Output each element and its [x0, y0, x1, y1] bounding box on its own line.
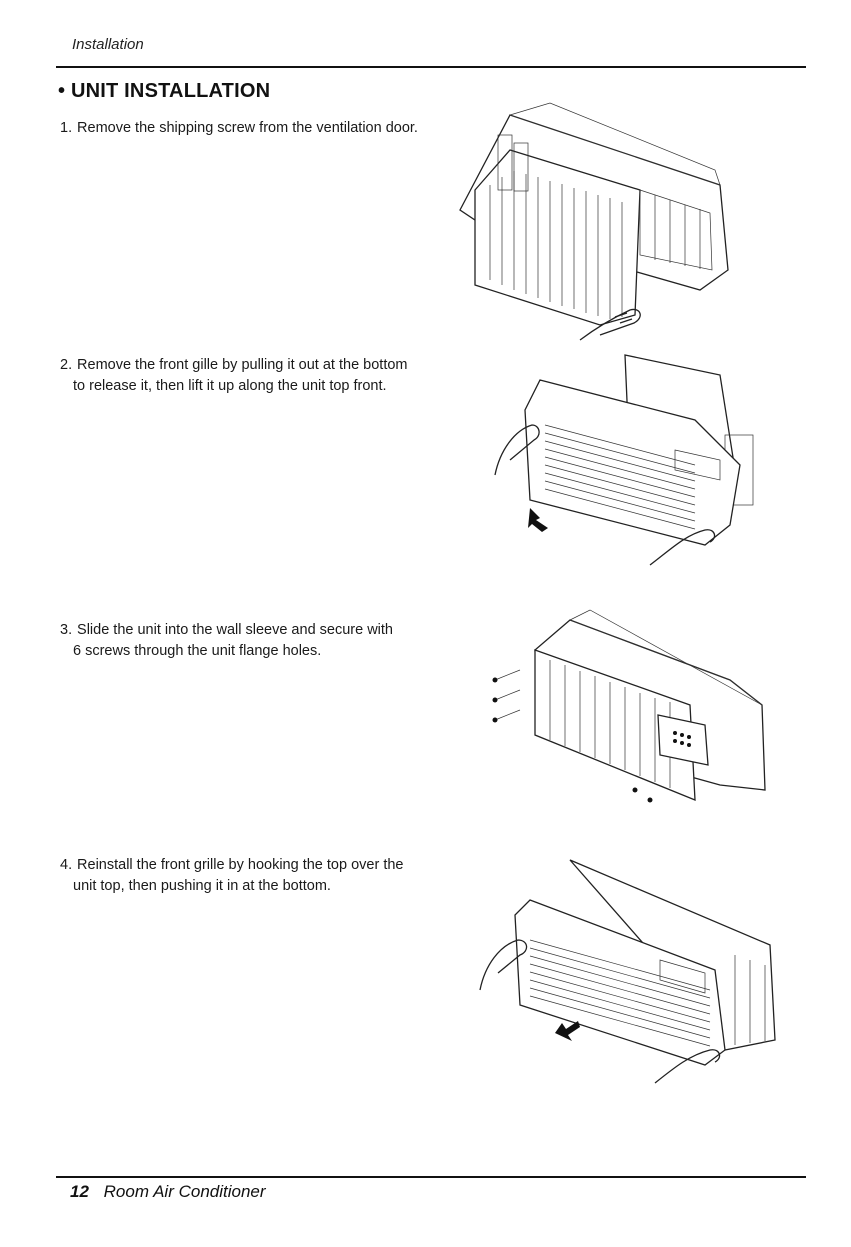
step-number: 4. [60, 857, 73, 873]
step-4: 4. Reinstall the front grille by hooking… [60, 855, 470, 897]
grille-louvers [544, 424, 696, 530]
section-label: Installation [72, 36, 144, 53]
page-footer: 12 Room Air Conditioner [70, 1182, 266, 1202]
step-text: Remove the front gille by pulling it out… [77, 357, 408, 373]
grille-louvers [529, 939, 711, 1047]
step-number: 2. [60, 357, 73, 373]
coil-hatching [549, 660, 671, 788]
footer-rule [56, 1176, 806, 1178]
step-text: Remove the shipping screw from the venti… [77, 120, 418, 136]
step-text: Reinstall the front grille by hooking th… [77, 857, 404, 873]
screw-icon [492, 669, 653, 803]
step-text-continued: to release it, then lift it up along the… [73, 378, 387, 394]
step-2: 2. Remove the front gille by pulling it … [60, 355, 470, 397]
figure-secure-with-screws [492, 609, 766, 803]
figure-remove-shipping-screw [459, 102, 729, 341]
step-text: Slide the unit into the wall sleeve and … [77, 622, 393, 638]
figure-remove-front-grille [494, 354, 754, 566]
direction-arrow-icon [528, 508, 548, 532]
document-title: Room Air Conditioner [103, 1182, 266, 1201]
step-3: 3. Slide the unit into the wall sleeve a… [60, 620, 470, 662]
figure-reinstall-front-grille [479, 859, 776, 1084]
step-number: 3. [60, 622, 73, 638]
header-rule [56, 66, 806, 68]
step-number: 1. [60, 120, 73, 136]
control-buttons [673, 731, 691, 747]
step-text-continued: 6 screws through the unit flange holes. [73, 643, 322, 659]
direction-arrow-icon [555, 1021, 580, 1041]
page-title: • UNIT INSTALLATION [58, 80, 271, 102]
coil-hatching [489, 171, 623, 319]
step-text-continued: unit top, then pushing it in at the bott… [73, 878, 331, 894]
step-1: 1. Remove the shipping screw from the ve… [60, 118, 470, 139]
page-number: 12 [70, 1182, 89, 1201]
